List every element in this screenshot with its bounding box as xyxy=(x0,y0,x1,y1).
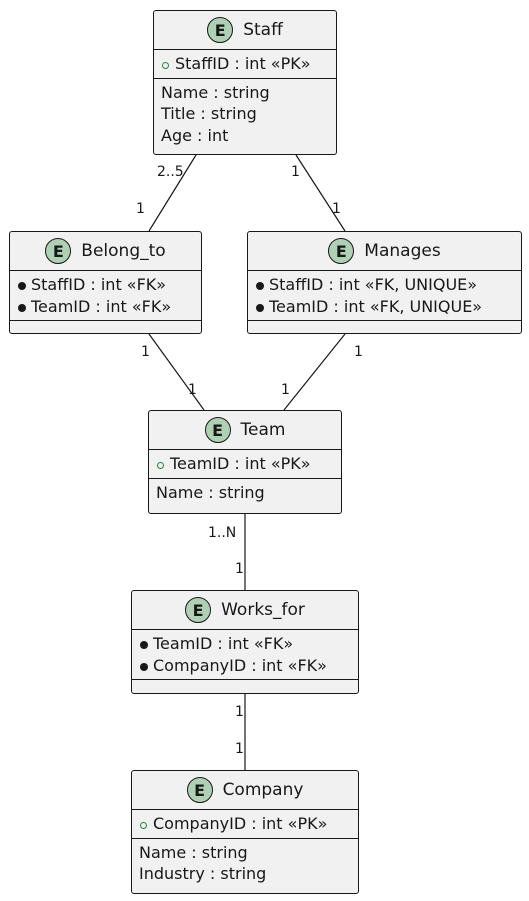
key-text: TeamID : int «FK» xyxy=(31,296,172,316)
key-section: StaffID : int «PK» xyxy=(154,50,336,79)
key-row: TeamID : int «FK» xyxy=(139,633,352,655)
cardinality-manages-team-from: 1 xyxy=(354,344,363,360)
cardinality-staff-manages-from: 1 xyxy=(291,164,300,180)
key-text: CompanyID : int «FK» xyxy=(153,655,327,675)
key-text: StaffID : int «PK» xyxy=(175,54,311,73)
attribute-row: Industry : string xyxy=(139,864,267,883)
foreign-key-icon xyxy=(255,274,269,296)
entity-name: Manages xyxy=(364,241,441,261)
primary-key-icon xyxy=(161,53,175,75)
entity-team[interactable]: E Team TeamID : int «PK» Name : string xyxy=(148,410,342,514)
link-belong-to-team xyxy=(148,333,205,411)
attribute-section xyxy=(10,321,201,333)
attribute-section xyxy=(248,321,521,333)
attribute-section: Name : string Industry : string xyxy=(132,839,358,888)
key-row: StaffID : int «FK, UNIQUE» xyxy=(255,274,515,296)
key-text: CompanyID : int «PK» xyxy=(153,814,328,833)
entity-header: E Belong_to xyxy=(10,232,201,271)
foreign-key-icon xyxy=(139,633,153,655)
key-text: TeamID : int «PK» xyxy=(170,454,311,473)
key-section: TeamID : int «FK» CompanyID : int «FK» xyxy=(132,630,358,680)
entity-name: Works_for xyxy=(221,600,305,620)
foreign-key-icon xyxy=(17,296,31,318)
key-row: CompanyID : int «FK» xyxy=(139,655,352,677)
entity-works-for[interactable]: E Works_for TeamID : int «FK» CompanyID … xyxy=(131,590,359,694)
foreign-key-icon xyxy=(17,274,31,296)
entity-name: Company xyxy=(222,780,304,800)
attribute-row: Name : string xyxy=(139,842,248,862)
entity-header: E Works_for xyxy=(132,591,358,630)
cardinality-belong-to-team-to: 1 xyxy=(188,382,197,398)
entity-name: Team xyxy=(240,420,286,440)
entity-company[interactable]: E Company CompanyID : int «PK» Name : st… xyxy=(131,770,359,894)
entity-badge-icon: E xyxy=(328,238,355,264)
key-text: StaffID : int «FK» xyxy=(31,275,167,294)
attribute-row: Title : string xyxy=(161,104,257,123)
key-row: TeamID : int «FK, UNIQUE» xyxy=(255,296,515,318)
key-row: TeamID : int «PK» xyxy=(156,453,335,475)
entity-manages[interactable]: E Manages StaffID : int «FK, UNIQUE» Tea… xyxy=(247,231,522,334)
key-text: TeamID : int «FK» xyxy=(153,634,294,653)
entity-name: Staff xyxy=(243,20,283,40)
entity-name: Belong_to xyxy=(81,241,166,261)
key-row: TeamID : int «FK» xyxy=(17,296,195,318)
entity-belong-to[interactable]: E Belong_to StaffID : int «FK» TeamID : … xyxy=(9,231,202,334)
cardinality-belong-to-team-from: 1 xyxy=(141,344,150,360)
foreign-key-icon xyxy=(139,655,153,677)
entity-badge-icon: E xyxy=(185,597,212,623)
primary-key-icon xyxy=(139,813,153,835)
attribute-row: Name : string xyxy=(161,82,270,102)
attribute-row: Name : string xyxy=(156,482,265,502)
attribute-section: Name : string xyxy=(149,479,341,507)
key-section: TeamID : int «PK» xyxy=(149,450,341,479)
foreign-key-icon xyxy=(255,296,269,318)
entity-header: E Team xyxy=(149,411,341,450)
link-manages-team xyxy=(283,333,346,411)
entity-badge-icon: E xyxy=(186,777,213,803)
cardinality-works-for-company-to: 1 xyxy=(235,741,244,757)
attribute-section xyxy=(132,680,358,692)
cardinality-staff-belong-to-from: 2..5 xyxy=(157,164,184,180)
cardinality-team-works-for-from: 1..N xyxy=(208,525,237,541)
entity-header: E Company xyxy=(132,771,358,810)
entity-badge-icon: E xyxy=(207,17,234,43)
cardinality-staff-belong-to-to: 1 xyxy=(136,201,145,217)
primary-key-icon xyxy=(156,453,170,475)
entity-header: E Manages xyxy=(248,232,521,271)
key-text: TeamID : int «FK, UNIQUE» xyxy=(269,296,483,316)
link-staff-belong-to xyxy=(148,154,197,232)
cardinality-team-works-for-to: 1 xyxy=(235,561,244,577)
cardinality-manages-team-to: 1 xyxy=(281,382,290,398)
entity-header: E Staff xyxy=(154,11,336,50)
attribute-row: Age : int xyxy=(161,125,229,145)
key-section: StaffID : int «FK» TeamID : int «FK» xyxy=(10,271,201,321)
key-text: StaffID : int «FK, UNIQUE» xyxy=(269,275,478,294)
cardinality-staff-manages-to: 1 xyxy=(332,201,341,217)
key-row: StaffID : int «FK» xyxy=(17,274,195,296)
key-row: CompanyID : int «PK» xyxy=(139,813,352,835)
attribute-section: Name : string Title : string Age : int xyxy=(154,79,336,150)
link-staff-manages xyxy=(295,154,346,232)
key-row: StaffID : int «PK» xyxy=(161,53,330,75)
key-section: CompanyID : int «PK» xyxy=(132,810,358,839)
entity-badge-icon: E xyxy=(45,238,72,264)
entity-badge-icon: E xyxy=(204,417,231,443)
cardinality-works-for-company-from: 1 xyxy=(235,704,244,720)
key-section: StaffID : int «FK, UNIQUE» TeamID : int … xyxy=(248,271,521,321)
entity-staff[interactable]: E Staff StaffID : int «PK» Name : string… xyxy=(153,10,337,155)
